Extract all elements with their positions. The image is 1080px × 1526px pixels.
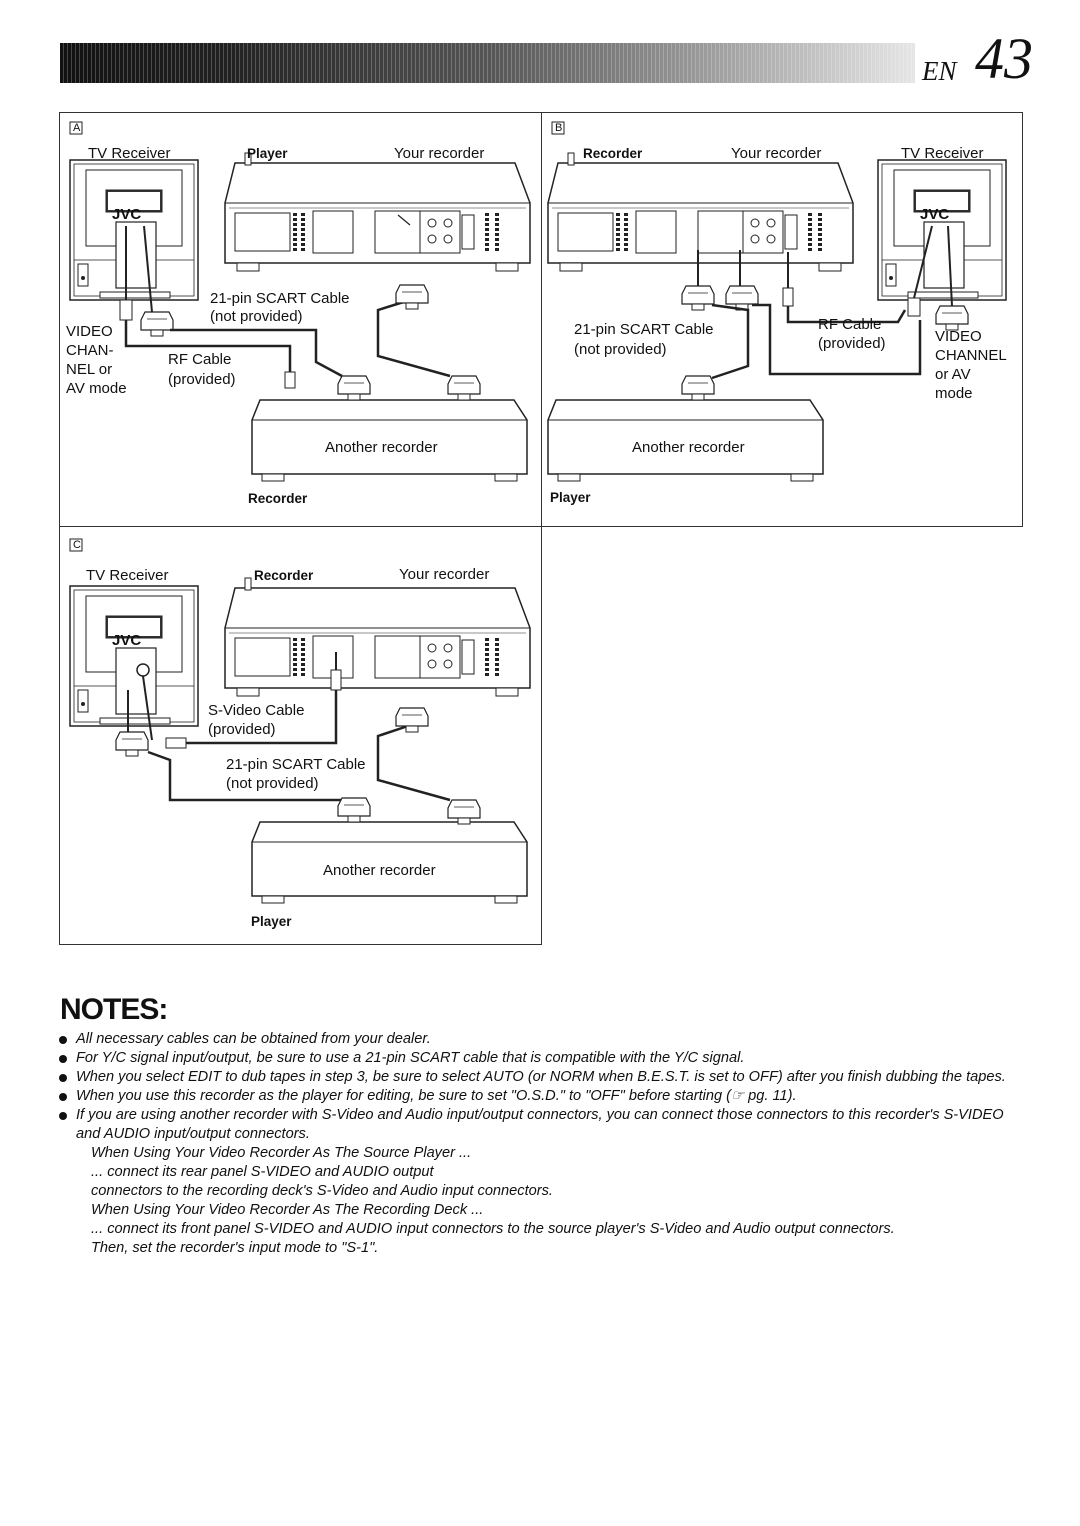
tv-logo-c: JVC: [112, 632, 141, 649]
note-sub-line: ... connect its front panel S-VIDEO and …: [91, 1221, 895, 1237]
note-item: All necessary cables can be obtained fro…: [58, 1030, 1018, 1049]
header-gradient-bar: [60, 43, 915, 83]
notes-title: NOTES:: [60, 993, 168, 1026]
panel-b-video-channel-3: or AV: [935, 366, 971, 383]
note-text: All necessary cables can be obtained fro…: [76, 1031, 431, 1047]
panel-b-another-recorder: Another recorder: [632, 439, 745, 456]
panel-b-video-channel-1: VIDEO: [935, 328, 982, 345]
note-item: When you select EDIT to dub tapes in ste…: [58, 1068, 1018, 1087]
panel-b-your-recorder: Your recorder: [731, 145, 821, 162]
panel-c-svideo-note: (provided): [208, 721, 276, 738]
bullet-icon: [59, 1093, 67, 1101]
panel-a-scart-label: 21-pin SCART Cable: [210, 290, 350, 307]
panel-c-role-top: Recorder: [254, 568, 314, 583]
tv-logo-a: JVC: [112, 206, 141, 223]
note-text: When you use this recorder as the player…: [76, 1088, 797, 1104]
panel-c-role-bottom: Player: [251, 914, 292, 929]
panel-b-rf-label: RF Cable: [818, 316, 881, 333]
note-text: For Y/C signal input/output, be sure to …: [76, 1050, 745, 1066]
panel-c-tv-label: TV Receiver: [86, 567, 169, 584]
bullet-icon: [59, 1112, 67, 1120]
panel-c-another-recorder: Another recorder: [323, 862, 436, 879]
panel-a-video-channel-3: NEL or: [66, 361, 112, 378]
panel-b-diagram: [546, 121, 1007, 482]
note-sub-line: When Using Your Video Recorder As The Re…: [91, 1202, 484, 1218]
language-label: EN: [922, 56, 957, 86]
panel-a-another-recorder: Another recorder: [325, 439, 438, 456]
panel-b-rf-note: (provided): [818, 335, 886, 352]
panel-c-scart-note: (not provided): [226, 775, 319, 792]
panel-c-diagram: [69, 538, 532, 904]
panel-c-svideo-label: S-Video Cable: [208, 702, 304, 719]
panel-b-scart-label: 21-pin SCART Cable: [574, 321, 714, 338]
note-item: For Y/C signal input/output, be sure to …: [58, 1049, 1018, 1068]
panel-a-role-top: Player: [247, 146, 288, 161]
panel-b-scart-note: (not provided): [574, 341, 667, 358]
note-sub-line: ... connect its rear panel S-VIDEO and A…: [91, 1164, 434, 1180]
panel-a-your-recorder: Your recorder: [394, 145, 484, 162]
panel-a-video-channel-2: CHAN-: [66, 342, 114, 359]
panel-b-role-top: Recorder: [583, 146, 643, 161]
panel-b-frame: [541, 112, 1023, 527]
note-text: If you are using another recorder with S…: [76, 1107, 1004, 1142]
note-sub-line: Then, set the recorder's input mode to "…: [91, 1240, 379, 1256]
panel-a-scart-note: (not provided): [210, 308, 303, 325]
tv-logo-b: JVC: [920, 206, 949, 223]
panel-a-rf-label: RF Cable: [168, 351, 231, 368]
panel-b-video-channel-2: CHANNEL: [935, 347, 1007, 364]
bullet-icon: [59, 1055, 67, 1063]
panel-b-video-channel-4: mode: [935, 385, 973, 402]
header-stripes: [60, 43, 915, 83]
notes-list: All necessary cables can be obtained fro…: [58, 1030, 1018, 1258]
panel-a-video-channel-1: VIDEO: [66, 323, 113, 340]
panel-b-role-bottom: Player: [550, 490, 591, 505]
note-sub-line: connectors to the recording deck's S-Vid…: [91, 1183, 553, 1199]
panel-c-scart-label: 21-pin SCART Cable: [226, 756, 366, 773]
panel-a-tv-label: TV Receiver: [88, 145, 171, 162]
panel-c-frame: [59, 526, 542, 945]
note-sub-line: When Using Your Video Recorder As The So…: [91, 1145, 472, 1161]
panel-a-role-bottom: Recorder: [248, 491, 308, 506]
note-item: When you use this recorder as the player…: [58, 1087, 1018, 1106]
bullet-icon: [59, 1036, 67, 1044]
panel-a-letter: A: [73, 122, 81, 134]
panel-a-diagram: [69, 121, 532, 482]
note-item: If you are using another recorder with S…: [58, 1106, 1018, 1144]
panel-a-video-channel-4: AV mode: [66, 380, 127, 397]
panel-c-letter: C: [73, 539, 81, 551]
panel-a-rf-note: (provided): [168, 371, 236, 388]
panel-b-tv-label: TV Receiver: [901, 145, 984, 162]
bullet-icon: [59, 1074, 67, 1082]
page-number: 43: [975, 26, 1033, 91]
note-text: When you select EDIT to dub tapes in ste…: [76, 1069, 1006, 1085]
panel-c-your-recorder: Your recorder: [399, 566, 489, 583]
panel-b-letter: B: [555, 122, 562, 134]
